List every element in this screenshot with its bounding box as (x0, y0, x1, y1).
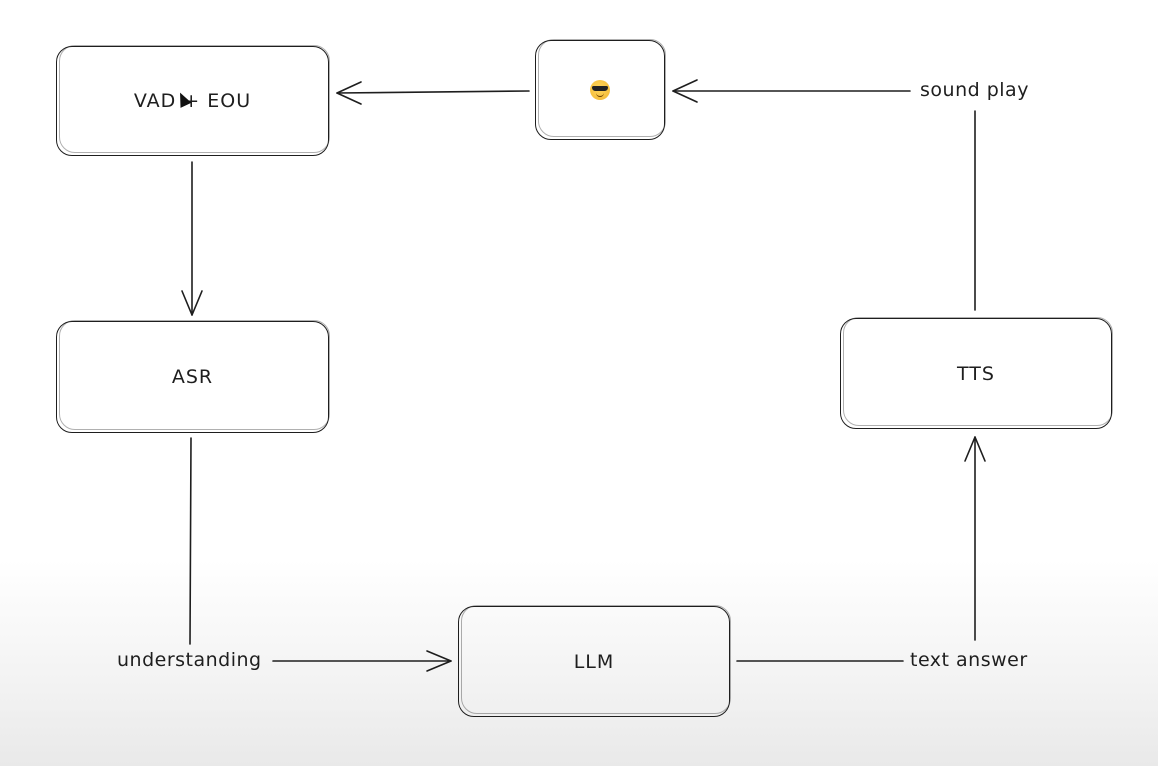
smile-icon (596, 92, 604, 97)
arrowhead-sound-play-to-user (672, 79, 698, 103)
arrow-user-to-vad (336, 90, 530, 94)
sunglasses-face-icon (590, 80, 610, 100)
line-asr-to-understanding (189, 437, 192, 645)
text-answer-label: text answer (910, 649, 1028, 671)
arrowhead-understanding-to-llm (426, 650, 452, 672)
arrowhead-user-to-vad (336, 81, 362, 105)
user-emoji-node[interactable] (535, 39, 666, 140)
llm-node[interactable]: LLM (458, 605, 731, 717)
arrowhead-text-answer-to-tts (964, 436, 986, 462)
arrowhead-vad-to-asr (181, 290, 203, 316)
vad-eou-node[interactable]: VAD + EOU (56, 45, 330, 156)
llm-label: LLM (573, 650, 615, 673)
asr-node[interactable]: ASR (56, 320, 330, 433)
understanding-label: understanding (117, 649, 262, 671)
asr-label: ASR (171, 366, 214, 388)
sound-play-label: sound play (920, 79, 1029, 101)
tts-node[interactable]: TTS (840, 317, 1113, 429)
vad-eou-label: VAD + EOU (133, 90, 252, 112)
tts-label: TTS (957, 362, 995, 385)
sunglasses-icon (592, 86, 608, 91)
